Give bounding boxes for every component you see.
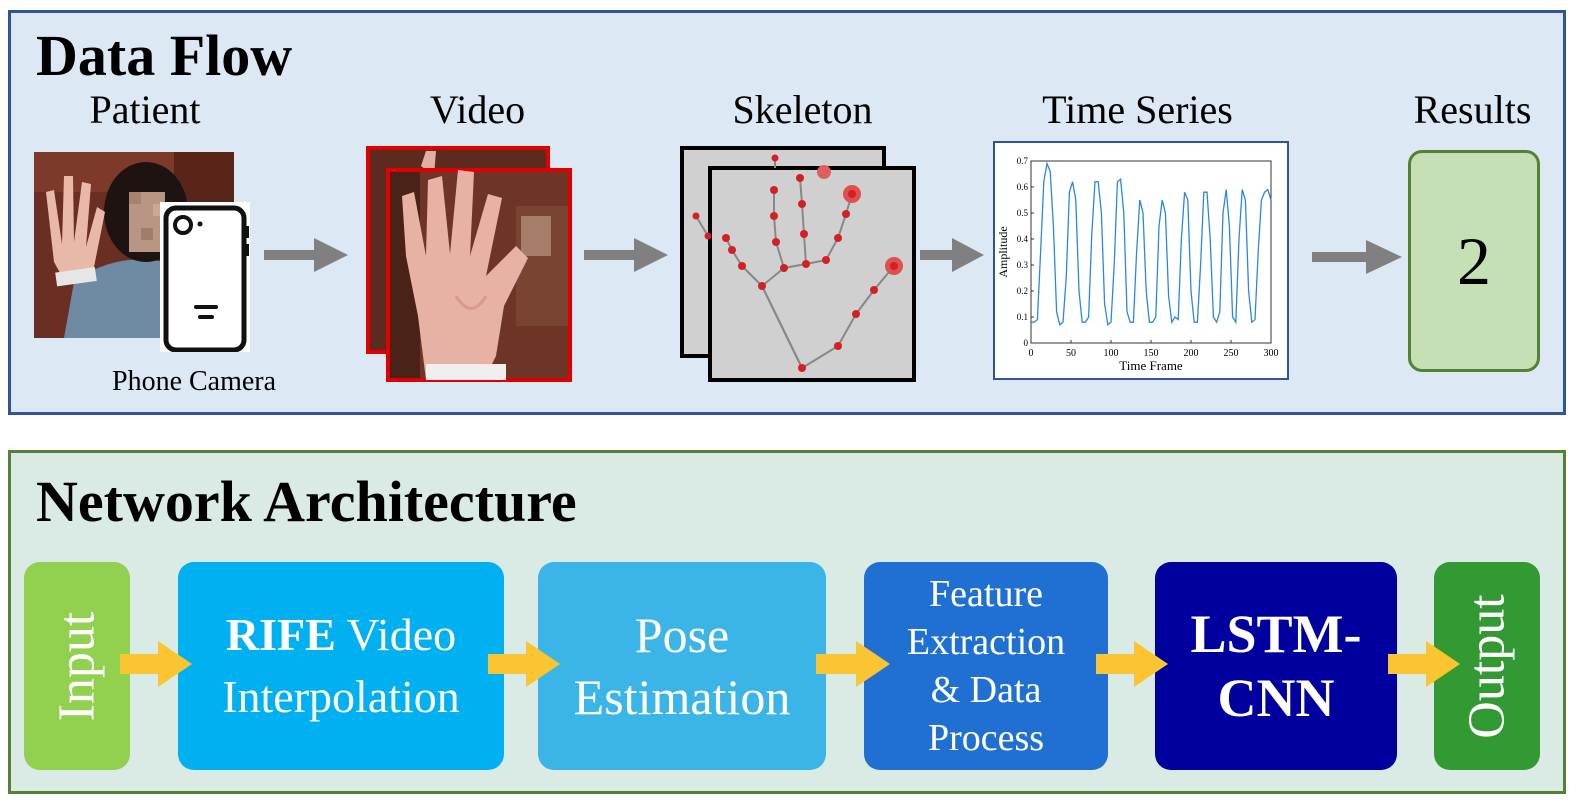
- phone-camera-icon: [160, 202, 250, 352]
- arrow-skeleton-to-timeseries: [920, 238, 984, 272]
- rife-video-interpolation-block: RIFE Video Interpolation: [178, 562, 504, 770]
- arrow-feature-to-lstm: [1096, 641, 1168, 687]
- series-line: [1031, 161, 1272, 327]
- arrow-lstm-to-output: [1388, 641, 1460, 687]
- feat-line-1: Feature: [929, 573, 1043, 615]
- rife-video-label: Video: [335, 609, 457, 660]
- pose-line-1: Pose: [634, 607, 730, 663]
- arrow-patient-to-video: [264, 238, 348, 272]
- phone-camera-label: Phone Camera: [112, 366, 277, 397]
- lstm-cnn-block: LSTM- CNN: [1155, 562, 1397, 770]
- time-series-svg: 0 0.1 0.2 0.3 0.4 0.5 0.6 0.7 0 50 100 150 200 250 30…: [996, 156, 1279, 373]
- time-series-chart: 0 0.1 0.2 0.3 0.4 0.5 0.6 0.7 0 50 100 150 200 250 30…: [993, 141, 1289, 380]
- pose-line-2: Estimation: [573, 669, 791, 725]
- video-frames: [366, 146, 572, 382]
- results-box: 2: [1408, 150, 1540, 372]
- stage-label-video: Video: [429, 87, 526, 132]
- y-tick-label: 0.2: [1017, 286, 1028, 296]
- y-tick-label: 0.5: [1017, 208, 1029, 218]
- x-tick-label: 150: [1144, 348, 1159, 359]
- output-label: Output: [1458, 593, 1516, 739]
- x-tick-label: 50: [1066, 348, 1076, 359]
- rife-line-1: RIFE Video: [226, 604, 456, 666]
- y-tick-label: 0.4: [1017, 234, 1029, 244]
- data-flow-title: Data Flow: [36, 23, 293, 88]
- input-block: Input: [24, 562, 130, 770]
- lstm-line-2: CNN: [1217, 668, 1335, 728]
- arrow-rife-to-pose: [488, 641, 560, 687]
- feature-extraction-block: Feature Extraction & Data Process: [864, 562, 1108, 770]
- y-tick-label: 0.1: [1017, 312, 1028, 322]
- rife-bold-label: RIFE: [225, 609, 336, 660]
- arrow-input-to-rife: [120, 641, 192, 687]
- x-tick-label: 100: [1104, 348, 1119, 359]
- feat-line-4: Process: [927, 717, 1045, 759]
- feat-line-2: Extraction: [906, 621, 1066, 663]
- feat-line-3: & Data: [930, 669, 1042, 711]
- stage-label-patient: Patient: [89, 87, 201, 132]
- rife-line-2: Interpolation: [222, 671, 460, 722]
- x-tick-label: 0: [1029, 348, 1034, 359]
- lstm-line-1: LSTM-: [1190, 604, 1362, 664]
- x-tick-label: 250: [1224, 348, 1239, 359]
- x-tick-label: 200: [1184, 348, 1199, 359]
- pose-estimation-block: Pose Estimation: [538, 562, 826, 770]
- arrow-pose-to-feature: [816, 641, 890, 687]
- y-axis-label: Amplitude: [996, 226, 1010, 277]
- y-tick-label: 0.3: [1017, 260, 1029, 270]
- y-tick-label: 0.6: [1017, 182, 1029, 192]
- stage-label-results: Results: [1413, 87, 1532, 132]
- stage-label-time-series: Time Series: [1042, 87, 1233, 132]
- arrow-video-to-skeleton: [584, 238, 668, 272]
- result-value: 2: [1457, 222, 1491, 299]
- network-architecture-title: Network Architecture: [36, 469, 577, 534]
- arrow-timeseries-to-results: [1312, 240, 1402, 274]
- y-tick-label: 0: [1024, 338, 1029, 348]
- input-label: Input: [48, 611, 106, 721]
- skeleton-frames: [680, 146, 916, 382]
- x-axis-label: Time Frame: [1119, 358, 1183, 373]
- stage-label-skeleton: Skeleton: [732, 87, 873, 132]
- y-tick-label: 0.7: [1017, 156, 1029, 166]
- x-tick-label: 300: [1264, 348, 1279, 359]
